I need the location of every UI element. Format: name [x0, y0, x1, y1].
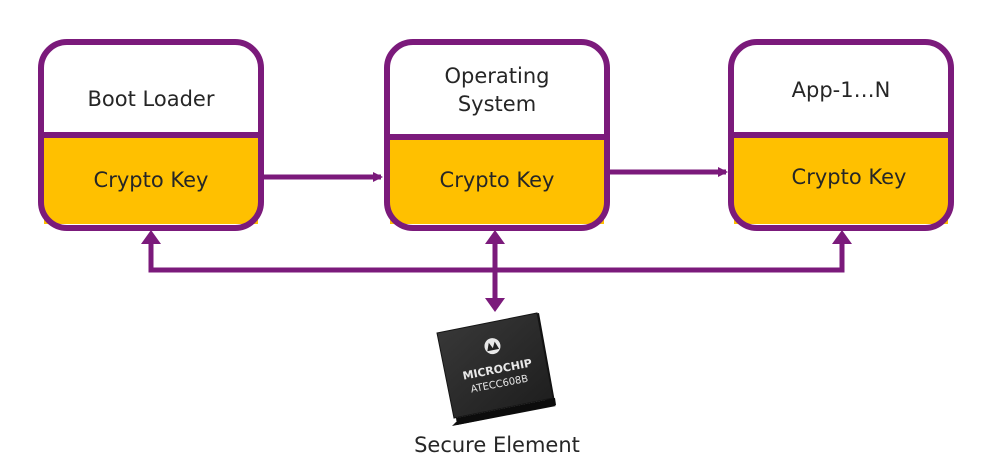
boot-loader-title: Boot Loader — [88, 87, 215, 111]
arrowhead-to-apps — [832, 230, 852, 244]
stage-apps: App-1…N Crypto Key — [728, 39, 954, 231]
os-key-area — [390, 140, 604, 224]
stage-boot-loader: Boot Loader Crypto Key — [38, 39, 264, 231]
os-frame — [384, 39, 610, 231]
os-key-label: Crypto Key — [440, 168, 555, 192]
os-title-line-1: Operating — [445, 64, 550, 88]
boot-loader-key-area — [44, 138, 258, 224]
arrowhead-to-chip — [485, 298, 505, 312]
arrowhead-to-os — [485, 230, 505, 244]
boot-loader-frame — [38, 39, 264, 231]
secure-element-bus — [141, 230, 852, 312]
apps-key-label: Crypto Key — [792, 165, 907, 189]
arrowhead-to-boot-loader — [141, 230, 161, 244]
secure-element-caption: Secure Element — [414, 433, 580, 457]
apps-key-area — [734, 138, 948, 224]
apps-title: App-1…N — [792, 78, 891, 102]
chip-edge — [456, 398, 556, 425]
secure-element-chip: MICROCHIP ATECC608B — [436, 312, 556, 426]
chip-top — [436, 312, 554, 419]
stage-operating-system: Operating System Crypto Key — [384, 39, 610, 231]
microchip-logo-icon — [484, 338, 501, 355]
os-title-line-2: System — [458, 92, 536, 116]
apps-title-area — [734, 45, 948, 133]
os-title-area — [390, 45, 604, 135]
boot-loader-title-area — [44, 45, 258, 133]
apps-frame — [728, 39, 954, 231]
boot-loader-key-label: Crypto Key — [94, 168, 209, 192]
